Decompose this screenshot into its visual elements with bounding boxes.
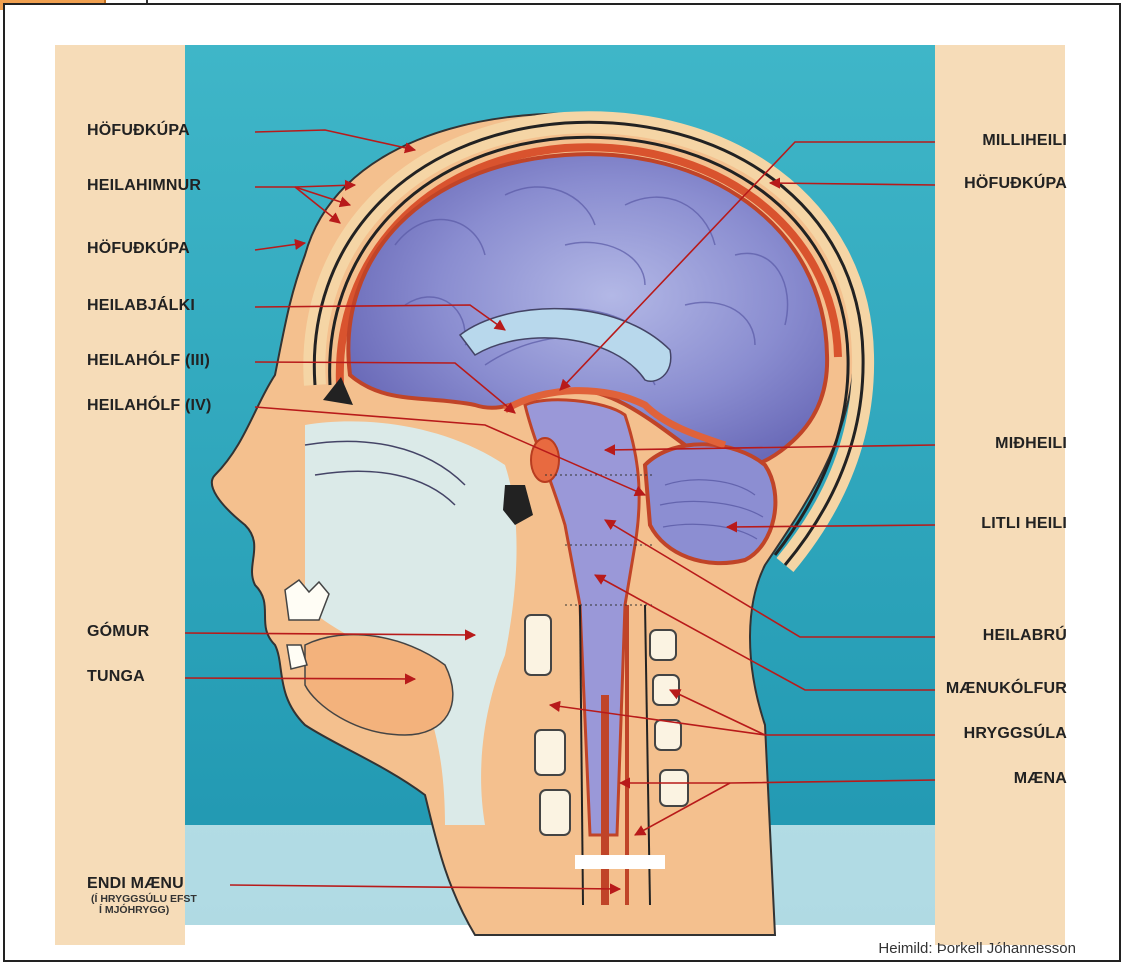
- label-hofudkupa-1: HÖFUÐKÚPA: [87, 122, 190, 140]
- label-gomur: GÓMUR: [87, 623, 149, 641]
- label-maena: MÆNA: [1014, 770, 1067, 788]
- label-endi-note-2: Í MJÓHRYGG): [99, 905, 169, 916]
- label-hofudkupa-2: HÖFUÐKÚPA: [87, 240, 190, 258]
- head-cross-section-illustration: [5, 5, 1119, 960]
- label-hryggsula: HRYGGSÚLA: [964, 725, 1067, 743]
- label-heilaholf-iv: HEILAHÓLF (IV): [87, 397, 212, 415]
- label-millheili: MILLIHEILI: [982, 132, 1067, 150]
- label-heilaholf-iii: HEILAHÓLF (III): [87, 352, 210, 370]
- label-heilahimnur: HEILAHIMNUR: [87, 177, 201, 195]
- label-heilabru: HEILABRÚ: [983, 627, 1067, 645]
- label-endi-maenu: ENDI MÆNU: [87, 875, 184, 893]
- source-credit: Heimild: Þorkell Jóhannesson: [878, 940, 1076, 957]
- label-litli-heili: LITLI HEILI: [981, 515, 1067, 533]
- label-midheili: MIÐHEILI: [995, 435, 1067, 453]
- label-tunga: TUNGA: [87, 668, 145, 686]
- label-heilabjalki: HEILABJÁLKI: [87, 297, 195, 315]
- diagram-frame: HÖFUÐKÚPA HEILAHIMNUR HÖFUÐKÚPA HEILABJÁ…: [3, 3, 1121, 962]
- label-maenukolfur: MÆNUKÓLFUR: [946, 680, 1067, 698]
- label-hofudkupa-right: HÖFUÐKÚPA: [964, 175, 1067, 193]
